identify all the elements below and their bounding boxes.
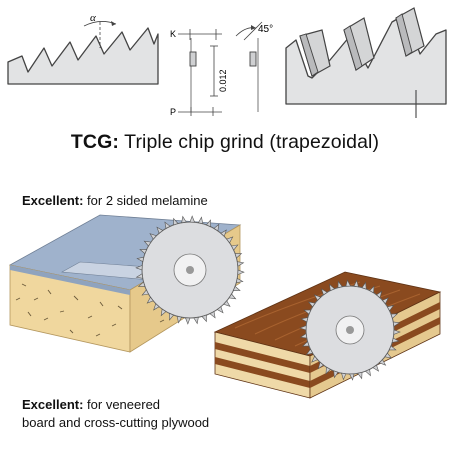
caption-2-bold: Excellent:: [22, 397, 84, 412]
saw-tooth: [369, 285, 375, 294]
saw-tooth: [149, 233, 157, 240]
saw-tooth: [391, 337, 400, 343]
caption-2-line2: board and cross-cutting plywood: [22, 415, 210, 430]
saw-tooth: [325, 366, 331, 375]
tooth-section-drawing: [178, 21, 263, 116]
saw-tooth: [184, 317, 191, 325]
saw-tooth: [235, 277, 244, 284]
saw-tooth: [164, 221, 171, 229]
saw-tooth: [392, 321, 401, 327]
saw-tooth: [136, 256, 145, 263]
saw-tooth: [376, 290, 383, 299]
saw-tooth: [146, 296, 154, 304]
tooth-geometry-diagrams: α K P 0.012 45°: [7, 7, 447, 118]
saw-tooth: [329, 283, 336, 292]
alpha-label: α: [90, 12, 96, 24]
saw-tooth: [156, 226, 164, 234]
saw-tooth: [388, 345, 397, 351]
saw-tooth: [135, 264, 143, 271]
application-caption-plywood: Excellent: for veneered board and cross-…: [22, 396, 209, 432]
melamine-board-illustration: [8, 214, 245, 353]
saw-tooth: [228, 293, 237, 300]
saw-tooth: [236, 261, 245, 267]
saw-tooth: [372, 364, 380, 372]
saw-tooth: [137, 281, 146, 287]
saw-tooth: [173, 217, 179, 226]
saw-tooth: [216, 306, 224, 314]
saw-tooth: [337, 280, 343, 289]
saw-tooth: [317, 361, 324, 370]
saw-tooth: [201, 314, 207, 323]
saw-tooth: [226, 236, 234, 244]
teeth-3d-drawing: [285, 7, 447, 118]
saw-tooth: [220, 229, 227, 237]
saw-tooth: [349, 373, 355, 381]
saw-tooth: [181, 215, 187, 224]
saw-tooth: [209, 311, 216, 319]
saw-tooth: [231, 244, 239, 251]
saw-tooth: [364, 368, 371, 377]
saw-tooth: [300, 317, 309, 323]
saw-tooth: [301, 341, 310, 347]
saw-tooth: [386, 304, 395, 312]
saw-tooth: [341, 372, 347, 381]
saw-tooth: [393, 329, 401, 335]
saw-tooth: [357, 371, 363, 380]
saw-tooth: [169, 312, 175, 321]
saw-tooth: [320, 288, 328, 296]
dimension-0012-label: 0.012: [218, 69, 228, 92]
saw-tooth: [153, 303, 160, 311]
saw-tooth: [378, 359, 387, 366]
veneered-plywood-illustration: [213, 271, 442, 399]
saw-tooth: [232, 285, 241, 291]
saw-tooth: [333, 370, 339, 379]
p-label: P: [170, 107, 176, 117]
saw-tooth: [384, 352, 393, 359]
title-description: Triple chip grind (trapezoidal): [124, 131, 380, 153]
saw-tooth: [160, 308, 167, 317]
saw-tooth: [353, 279, 359, 288]
saw-tooth: [193, 316, 199, 325]
saw-tooth: [223, 300, 231, 307]
saw-tooth: [197, 216, 204, 225]
saw-tooth: [176, 315, 183, 324]
saw-tooth: [234, 253, 243, 259]
saw-tooth: [189, 215, 196, 223]
caption-2-line1: for veneered: [87, 397, 161, 412]
saw-tooth: [205, 219, 211, 228]
saw-tooth: [213, 223, 220, 232]
saw-tooth: [307, 301, 316, 308]
saw-tooth: [361, 281, 367, 290]
saw-tooth: [303, 309, 312, 315]
saw-tooth: [299, 333, 308, 339]
saw-tooth: [237, 269, 245, 276]
saw-tooth: [299, 325, 307, 331]
saw-tooth: [345, 279, 351, 287]
saw-tooth: [143, 240, 152, 247]
saw-tooth: [141, 289, 149, 296]
saw-tooth: [390, 313, 399, 319]
blade-profile-drawing: [7, 21, 159, 85]
page-title: TCG: Triple chip grind (trapezoidal): [0, 131, 450, 154]
angle-45-label: 45°: [258, 24, 273, 35]
k-label: K: [170, 29, 176, 39]
saw-tooth: [135, 273, 144, 279]
caption-1-bold: Excellent:: [22, 193, 84, 208]
saw-tooth: [313, 294, 322, 301]
saw-tooth: [382, 297, 389, 305]
saw-tooth: [311, 355, 318, 363]
saw-tooth: [139, 249, 148, 255]
caption-1-text: for 2 sided melamine: [87, 193, 208, 208]
application-caption-melamine: Excellent: for 2 sided melamine: [22, 192, 208, 210]
saw-tooth: [305, 348, 314, 356]
title-abbreviation: TCG:: [70, 131, 119, 153]
